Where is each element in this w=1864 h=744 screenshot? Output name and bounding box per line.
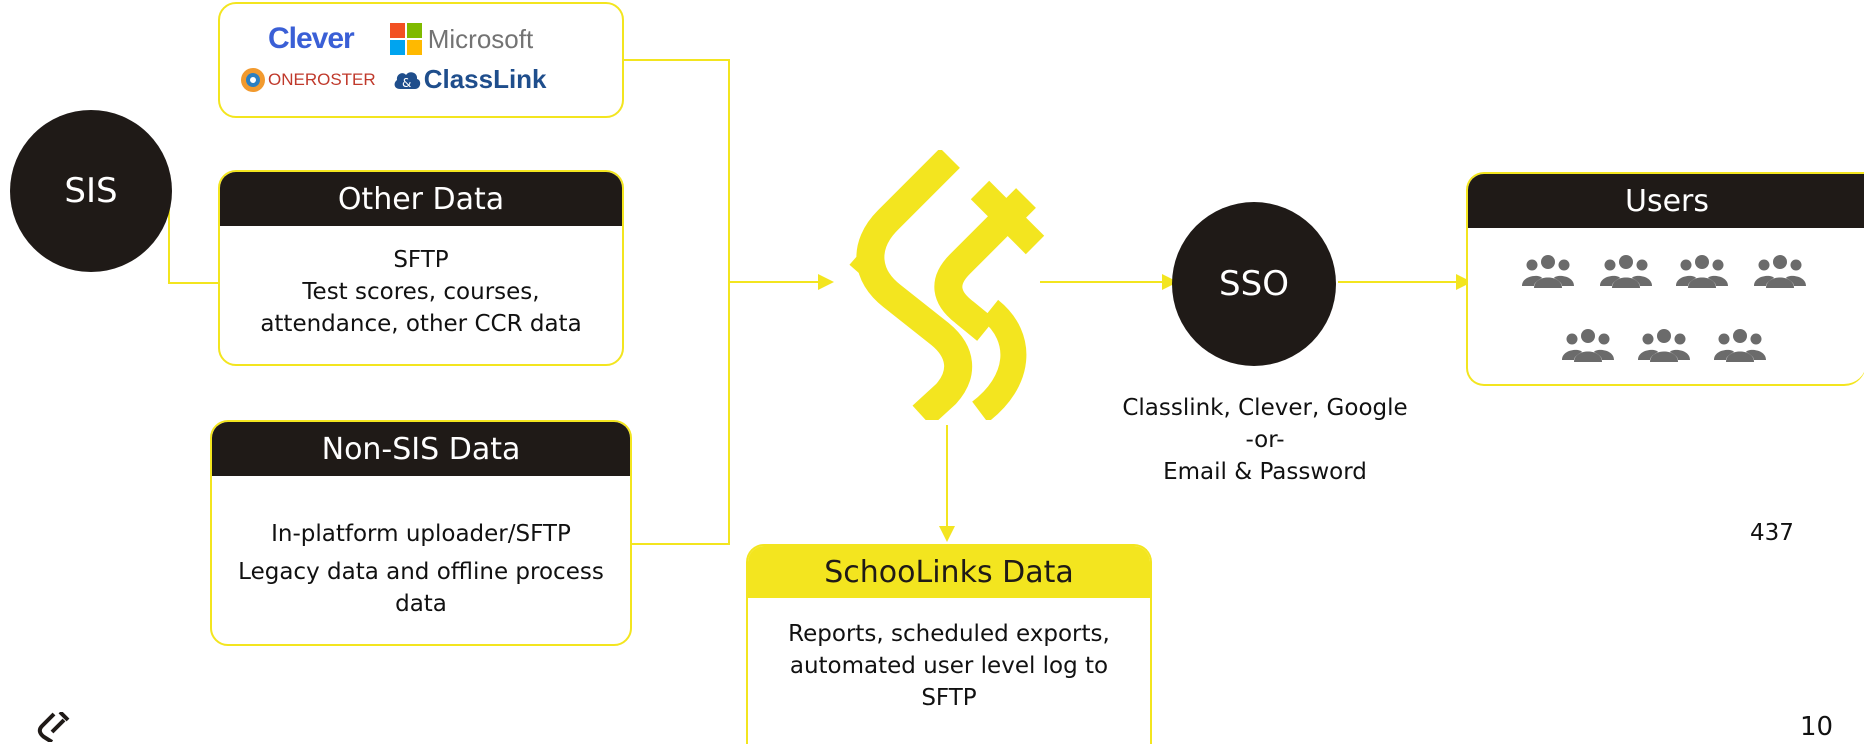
provider-row-top: Clever Microsoft bbox=[268, 22, 533, 56]
non-sis-line-1: In-platform uploader/SFTP bbox=[271, 521, 571, 547]
connector-to-logo bbox=[728, 281, 820, 283]
microsoft-logo: Microsoft bbox=[427, 23, 534, 54]
page-number: 10 bbox=[1800, 712, 1834, 742]
connector-sis-to-other bbox=[168, 282, 220, 284]
provider-row-bottom: ONEROSTER & ClassLink bbox=[240, 64, 547, 95]
other-data-title: Other Data bbox=[220, 172, 622, 226]
connector-logo-to-data bbox=[946, 425, 948, 527]
user-group-icon bbox=[1562, 329, 1614, 362]
sis-label: SIS bbox=[64, 171, 118, 211]
sso-caption-line-1: Classlink, Clever, Google bbox=[1122, 395, 1408, 421]
user-group-icon bbox=[1638, 329, 1690, 362]
schoolinks-logo-icon bbox=[849, 150, 1045, 420]
schoolinks-data-line-2: automated user level log to bbox=[789, 653, 1109, 679]
connector-vertical-main bbox=[728, 59, 730, 545]
clever-logo: Clever bbox=[268, 22, 355, 55]
non-sis-data-box: Non-SIS Data In-platform uploader/SFTP L… bbox=[210, 420, 632, 646]
schoolinks-data-box: SchooLinks Data Reports, scheduled expor… bbox=[746, 544, 1152, 744]
user-group-icon bbox=[1754, 255, 1806, 288]
footer-logo-icon bbox=[37, 712, 70, 742]
non-sis-line-3: data bbox=[395, 591, 447, 617]
connector-top-right bbox=[620, 59, 730, 61]
providers-box: Clever Microsoft ONEROSTER & C bbox=[218, 2, 624, 118]
sso-node: SSO bbox=[1172, 202, 1336, 366]
connector-sis-bracket bbox=[168, 182, 170, 284]
sso-caption-line-2: -or- bbox=[1245, 427, 1285, 453]
connector-nonsis-right bbox=[630, 543, 730, 545]
oneroster-logo-icon bbox=[240, 67, 266, 93]
microsoft-logo-icon bbox=[389, 23, 422, 55]
users-icons bbox=[1522, 255, 1806, 362]
other-data-line-1: SFTP bbox=[393, 247, 449, 273]
arrow-to-logo bbox=[818, 274, 834, 290]
arrow-to-schoolinks-data bbox=[939, 526, 955, 542]
user-group-icon bbox=[1600, 255, 1652, 288]
sso-caption: Classlink, Clever, Google -or- Email & P… bbox=[1100, 392, 1430, 488]
user-group-icon bbox=[1676, 255, 1728, 288]
users-box: Users bbox=[1466, 172, 1864, 386]
other-data-line-3: attendance, other CCR data bbox=[260, 311, 582, 337]
other-data-box: Other Data SFTP Test scores, courses, at… bbox=[218, 170, 624, 366]
sso-label: SSO bbox=[1219, 264, 1289, 304]
sis-node: SIS bbox=[10, 110, 172, 272]
non-sis-line-2: Legacy data and offline process bbox=[238, 559, 604, 585]
non-sis-title: Non-SIS Data bbox=[212, 422, 630, 476]
connector-sso-to-users bbox=[1338, 281, 1460, 283]
side-number: 437 bbox=[1750, 520, 1794, 546]
oneroster-logo: ONEROSTER bbox=[268, 69, 376, 89]
svg-text:&: & bbox=[402, 76, 411, 90]
schoolinks-data-title: SchooLinks Data bbox=[748, 546, 1150, 598]
users-title: Users bbox=[1468, 174, 1864, 228]
sso-caption-line-3: Email & Password bbox=[1163, 459, 1367, 485]
other-data-line-2: Test scores, courses, bbox=[302, 279, 540, 305]
connector-logo-to-sso bbox=[1040, 281, 1166, 283]
classlink-logo: ClassLink bbox=[423, 64, 547, 94]
schoolinks-data-line-3: SFTP bbox=[921, 685, 977, 711]
schoolinks-data-line-1: Reports, scheduled exports, bbox=[788, 621, 1110, 647]
user-group-icon bbox=[1522, 255, 1574, 288]
user-group-icon bbox=[1714, 329, 1766, 362]
classlink-logo-icon: & bbox=[392, 67, 422, 93]
